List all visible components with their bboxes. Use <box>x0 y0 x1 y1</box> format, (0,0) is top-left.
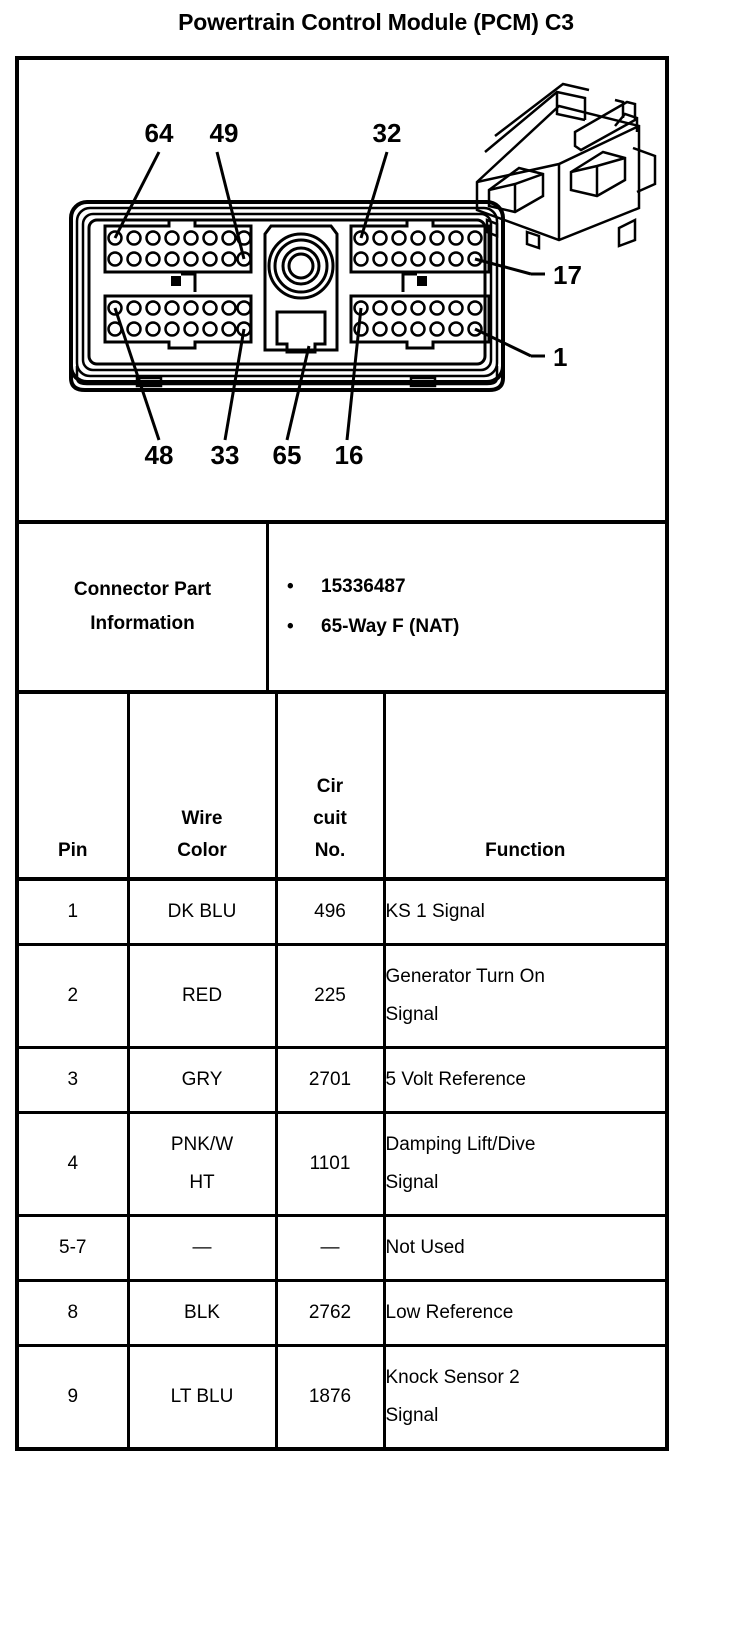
cell-pin: 3 <box>19 1047 130 1114</box>
part-number-value: 15336487 <box>321 576 406 597</box>
wire-color-line1: RED <box>181 985 223 1006</box>
cell-pin: 2 <box>19 944 130 1049</box>
connector-part-information-values: • 15336487 • 65-Way F (NAT) <box>269 524 665 690</box>
callout-64: 64 <box>145 118 174 148</box>
part-info-item: • 65-Way F (NAT) <box>287 607 665 647</box>
callout-65: 65 <box>273 440 302 470</box>
cell-circuit-no: 1876 <box>276 1345 386 1447</box>
cell-wire-color: GRY <box>128 1047 278 1114</box>
function-line1: Damping Lift/Dive <box>385 1134 536 1155</box>
column-header-circuit-no: Cir cuit No. <box>276 694 386 881</box>
cell-wire-color: DK BLU <box>128 879 278 946</box>
wire-color-line1: — <box>192 1237 212 1258</box>
callout-33: 33 <box>211 440 240 470</box>
cell-circuit-no: 1101 <box>276 1112 386 1217</box>
function-line1: Not Used <box>385 1237 465 1258</box>
callout-49: 49 <box>210 118 239 148</box>
function-line1: Generator Turn On <box>385 966 545 987</box>
connector-type-value: 65-Way F (NAT) <box>321 616 460 637</box>
wire-color-line2: HT <box>189 1172 215 1193</box>
cell-pin: 9 <box>19 1345 130 1447</box>
bullet-icon: • <box>287 616 294 637</box>
cell-wire-color: — <box>128 1215 278 1282</box>
part-info-label-line1: Connector Part <box>73 579 212 600</box>
wire-color-line1: PNK/W <box>170 1134 234 1155</box>
table-row: 4 PNK/W HT 1101 Damping Lift/Dive Signal <box>19 1112 665 1217</box>
cell-wire-color: BLK <box>128 1280 278 1347</box>
header-wire-line2: Color <box>177 840 227 861</box>
cell-wire-color: LT BLU <box>128 1345 278 1447</box>
connector-part-information-row: Connector Part Information • 15336487 • … <box>19 524 665 694</box>
table-row: 3 GRY 2701 5 Volt Reference <box>19 1047 665 1114</box>
table-row: 2 RED 225 Generator Turn On Signal <box>19 944 665 1049</box>
function-line1: KS 1 Signal <box>385 901 485 922</box>
connector-info-frame: 64 49 32 17 1 48 33 65 16 Connector Part… <box>15 56 669 1451</box>
cell-circuit-no: 225 <box>276 944 386 1049</box>
cell-function: Generator Turn On Signal <box>384 944 665 1049</box>
callout-16: 16 <box>335 440 364 470</box>
function-line2: Signal <box>385 1004 439 1025</box>
part-info-label-line2: Information <box>90 613 195 634</box>
table-row: 1 DK BLU 496 KS 1 Signal <box>19 879 665 946</box>
header-circuit-line3: No. <box>314 840 346 861</box>
cell-pin: 4 <box>19 1112 130 1217</box>
cell-circuit-no: — <box>276 1215 386 1282</box>
cell-pin: 1 <box>19 879 130 946</box>
cell-function: Damping Lift/Dive Signal <box>384 1112 665 1217</box>
column-header-pin: Pin <box>19 694 130 881</box>
header-circuit-line2: cuit <box>313 808 347 829</box>
pin-table: Pin Wire Color Cir cuit No. Function <box>19 694 665 1447</box>
header-pin-text: Pin <box>57 840 88 861</box>
header-circuit-line1: Cir <box>316 776 344 797</box>
cell-circuit-no: 2701 <box>276 1047 386 1114</box>
callout-48: 48 <box>145 440 174 470</box>
table-header-row: Pin Wire Color Cir cuit No. Function <box>19 694 665 881</box>
table-row: 9 LT BLU 1876 Knock Sensor 2 Signal <box>19 1345 665 1448</box>
connector-diagram: 64 49 32 17 1 48 33 65 16 <box>69 82 657 470</box>
wire-color-line1: DK BLU <box>167 901 237 922</box>
connector-part-information-label: Connector Part Information <box>19 524 269 690</box>
cell-pin: 8 <box>19 1280 130 1347</box>
cell-wire-color: PNK/W HT <box>128 1112 278 1217</box>
cell-circuit-no: 496 <box>276 879 386 946</box>
cell-circuit-no: 2762 <box>276 1280 386 1347</box>
column-header-function: Function <box>384 694 665 881</box>
header-function-text: Function <box>485 840 566 861</box>
cell-function: Knock Sensor 2 Signal <box>384 1346 665 1448</box>
bullet-icon: • <box>287 576 294 597</box>
function-line1: 5 Volt Reference <box>385 1069 526 1090</box>
function-line1: Knock Sensor 2 <box>385 1367 520 1388</box>
callout-1: 1 <box>553 342 567 372</box>
cell-function: 5 Volt Reference <box>384 1047 665 1114</box>
function-line2: Signal <box>385 1405 439 1426</box>
cell-function: Low Reference <box>384 1280 665 1347</box>
part-info-item: • 15336487 <box>287 567 665 607</box>
function-line2: Signal <box>385 1172 439 1193</box>
wire-color-line1: LT BLU <box>170 1386 234 1407</box>
wire-color-line1: BLK <box>184 1302 220 1323</box>
connector-diagram-cell: 64 49 32 17 1 48 33 65 16 <box>19 60 665 524</box>
cell-pin: 5-7 <box>19 1215 130 1282</box>
column-header-wire-color: Wire Color <box>128 694 278 881</box>
header-wire-line1: Wire <box>181 808 223 829</box>
table-row: 8 BLK 2762 Low Reference <box>19 1280 665 1347</box>
function-line1: Low Reference <box>385 1302 514 1323</box>
callout-32: 32 <box>373 118 402 148</box>
cell-function: Not Used <box>384 1215 665 1282</box>
page-title: Powertrain Control Module (PCM) C3 <box>178 9 574 35</box>
pin-table-body: 1 DK BLU 496 KS 1 Signal 2 RED 225 <box>19 879 665 1447</box>
cell-wire-color: RED <box>128 944 278 1049</box>
table-row: 5-7 — — Not Used <box>19 1215 665 1282</box>
callout-17: 17 <box>553 260 582 290</box>
wire-color-line1: GRY <box>181 1069 223 1090</box>
cell-function: KS 1 Signal <box>384 879 665 946</box>
